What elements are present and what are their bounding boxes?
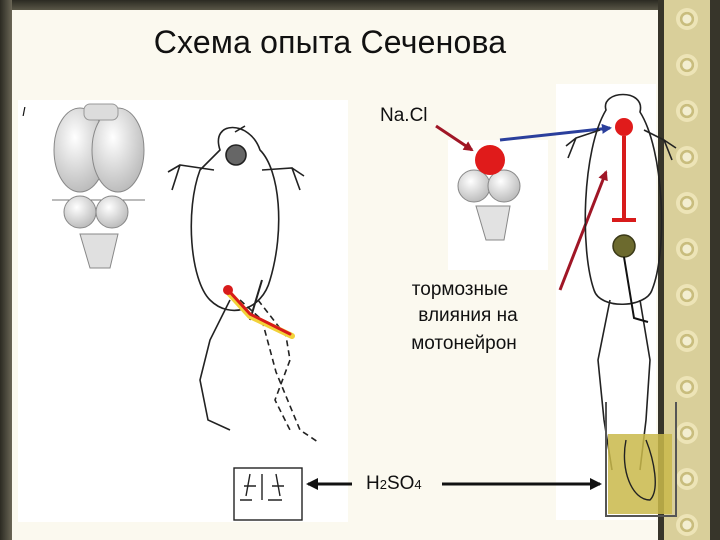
small-beaker-icon — [234, 468, 302, 520]
nacl-label: Na.Cl — [380, 104, 428, 127]
acid-label-2: 2 — [380, 477, 387, 492]
frog-left-icon — [168, 126, 318, 442]
signal-arrow-blue — [500, 128, 610, 140]
spinal-cord — [612, 118, 648, 322]
acid-label-so: SO — [387, 473, 414, 494]
nacl-stimulus-dot — [475, 145, 505, 175]
inhibitory-label-line-3: мотонейрон — [384, 332, 544, 355]
motoneuron-dot — [613, 235, 635, 257]
panel-marker: I — [22, 100, 26, 123]
acid-label-4: 4 — [414, 477, 421, 492]
inhibitory-label-line-2: влияния на — [388, 304, 548, 327]
beaker-icon — [606, 402, 676, 516]
brain-left-icon — [52, 104, 145, 268]
inhibitory-label-line-1: тормозные — [380, 278, 540, 301]
brain-right-icon — [458, 170, 520, 240]
nacl-arrow — [436, 126, 472, 150]
frog-right-icon — [566, 95, 676, 471]
acid-label: H2SO4 — [366, 472, 422, 496]
inhibition-arrow-red — [560, 172, 606, 290]
acid-label-h: H — [366, 473, 380, 494]
